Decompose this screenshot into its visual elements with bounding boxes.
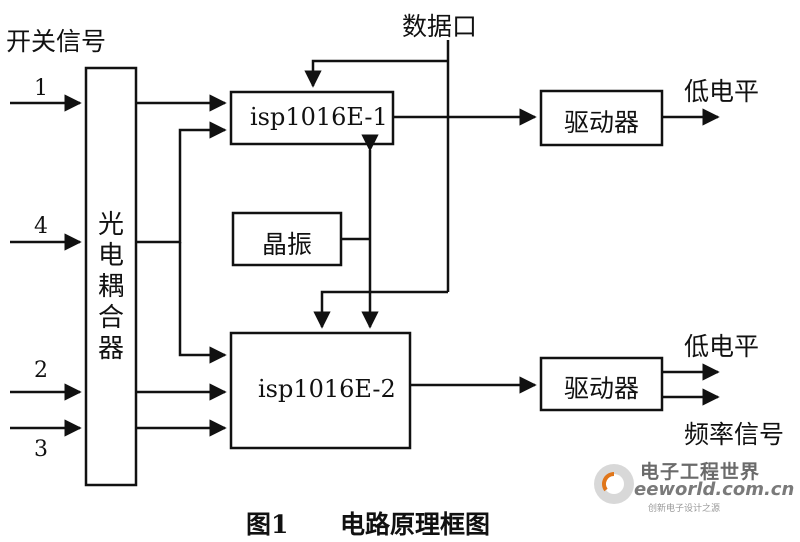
output3-label: 频率信号: [684, 420, 785, 449]
chip2-label: isp1016E-2: [258, 375, 396, 403]
watermark-url: eeworld.com.cn: [634, 479, 795, 500]
crystal-label: 晶振: [262, 230, 313, 259]
figure-title: 电路原理框图: [340, 510, 491, 539]
chip2-block: [229, 331, 412, 450]
optocoupler-block: [84, 66, 138, 487]
opto-bus-to-chip2-line: [178, 242, 227, 364]
watermark-name: 电子工程世界: [640, 461, 761, 483]
optocoupler-label: 光 电 耦 合 器: [97, 210, 124, 364]
eeworld-watermark: 电子工程世界 eeworld.com.cn 创新电子设计之源: [588, 455, 800, 517]
driver1-label: 驱动器: [564, 108, 640, 137]
data-port-to-chip2-line: [313, 290, 448, 329]
opto-bus-line: [136, 121, 227, 244]
watermark-tagline: 创新电子设计之源: [648, 504, 721, 514]
input-1-label: 1: [34, 76, 48, 101]
output2-label: 低电平: [684, 332, 760, 361]
eeworld-logo-icon: [594, 464, 634, 504]
chip1-label: isp1016E-1: [250, 103, 388, 131]
input-2-label: 2: [34, 358, 48, 383]
input-3-label: 3: [34, 437, 48, 462]
switch-signal-label: 开关信号: [6, 27, 107, 56]
driver2-block: [539, 356, 664, 412]
data-port-to-chip1-line: [304, 59, 448, 88]
driver2-label: 驱动器: [564, 374, 640, 403]
data-port-label: 数据口: [402, 12, 478, 41]
output1-label: 低电平: [684, 77, 760, 106]
input-4-label: 4: [34, 214, 48, 239]
figure-number: 图1: [246, 510, 289, 539]
